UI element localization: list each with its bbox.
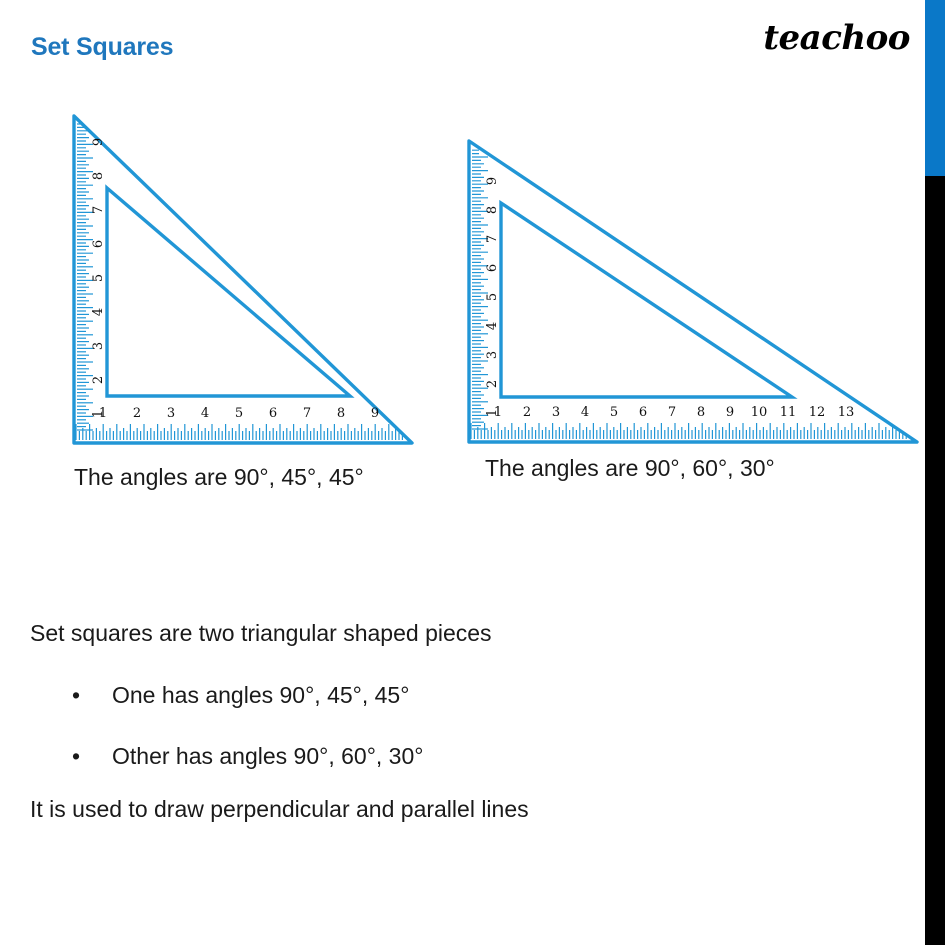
- inner-triangle-cutout: [499, 199, 798, 399]
- vertical-scale-labels: 1 2 3 4 5 6 7 8 9: [485, 177, 500, 417]
- svg-text:3: 3: [91, 342, 106, 350]
- vertical-scale-labels: 1 2 3 4 5 6 7 8 9: [91, 138, 106, 418]
- body-copy: Set squares are two triangular shaped pi…: [30, 620, 730, 823]
- svg-text:13: 13: [838, 405, 855, 420]
- vertical-ruler-ticks: [472, 149, 488, 430]
- svg-text:4: 4: [485, 322, 500, 330]
- svg-text:8: 8: [697, 405, 705, 420]
- list-item-label: One has angles 90°, 45°, 45°: [112, 681, 410, 708]
- svg-text:1: 1: [99, 406, 107, 421]
- svg-text:6: 6: [639, 405, 647, 420]
- svg-text:1: 1: [494, 405, 502, 420]
- svg-text:10: 10: [751, 405, 768, 420]
- list-item: • Other has angles 90°, 60°, 30°: [30, 743, 730, 770]
- intro-paragraph: Set squares are two triangular shaped pi…: [30, 620, 492, 646]
- svg-text:11: 11: [780, 405, 797, 420]
- svg-text:3: 3: [167, 406, 175, 421]
- svg-text:4: 4: [201, 406, 209, 421]
- outro-paragraph: It is used to draw perpendicular and par…: [30, 795, 529, 822]
- svg-text:8: 8: [337, 406, 345, 421]
- svg-text:9: 9: [371, 406, 379, 421]
- svg-text:9: 9: [91, 138, 106, 146]
- set-square-45-drawing: 1 2 3 4 5 6 7 8 9 1 2 3 4 5 6 7 8 9: [72, 114, 414, 445]
- svg-text:7: 7: [303, 406, 311, 421]
- page-title: Set Squares: [31, 33, 174, 61]
- svg-text:1: 1: [485, 409, 500, 417]
- svg-text:3: 3: [485, 351, 500, 359]
- svg-text:9: 9: [485, 177, 500, 185]
- svg-text:6: 6: [485, 264, 500, 272]
- list-item: • One has angles 90°, 45°, 45°: [30, 682, 730, 709]
- svg-text:5: 5: [610, 405, 618, 420]
- edge-accent-bar-blue: [925, 0, 945, 176]
- set-square-30-drawing: 1 2 3 4 5 6 7 8 9 10 11 12 13 1 2 3 4 5: [467, 139, 919, 444]
- set-square-30-figure: 1 2 3 4 5 6 7 8 9 10 11 12 13 1 2 3 4 5: [455, 125, 925, 445]
- svg-text:5: 5: [235, 406, 243, 421]
- horizontal-ruler-ticks: [75, 424, 403, 440]
- svg-text:7: 7: [668, 405, 676, 420]
- horizontal-scale-labels: 1 2 3 4 5 6 7 8 9: [99, 406, 379, 421]
- horizontal-ruler-ticks: [470, 423, 907, 439]
- svg-text:6: 6: [269, 406, 277, 421]
- svg-text:8: 8: [485, 206, 500, 214]
- svg-text:4: 4: [91, 308, 106, 316]
- svg-text:7: 7: [91, 206, 106, 214]
- set-square-45-figure: 1 2 3 4 5 6 7 8 9 1 2 3 4 5 6 7 8 9: [60, 100, 420, 445]
- vertical-ruler-ticks: [77, 123, 93, 431]
- svg-text:5: 5: [91, 274, 106, 282]
- inner-triangle-cutout: [105, 184, 355, 398]
- svg-text:2: 2: [485, 380, 500, 388]
- bullet-marker-icon: •: [72, 681, 81, 708]
- svg-text:3: 3: [552, 405, 560, 420]
- svg-text:9: 9: [726, 405, 734, 420]
- svg-text:7: 7: [485, 235, 500, 243]
- edge-accent-bar-black: [925, 176, 945, 945]
- svg-text:1: 1: [91, 410, 106, 418]
- svg-text:6: 6: [91, 240, 106, 248]
- svg-text:2: 2: [133, 406, 141, 421]
- svg-text:5: 5: [485, 293, 500, 301]
- angle-bullet-list: • One has angles 90°, 45°, 45° • Other h…: [30, 682, 730, 770]
- list-item-label: Other has angles 90°, 60°, 30°: [112, 742, 424, 769]
- svg-text:12: 12: [809, 405, 826, 420]
- svg-text:8: 8: [91, 172, 106, 180]
- svg-text:4: 4: [581, 405, 589, 420]
- bullet-marker-icon: •: [72, 742, 81, 769]
- set-square-45-caption: The angles are 90°, 45°, 45°: [74, 464, 364, 490]
- horizontal-scale-labels: 1 2 3 4 5 6 7 8 9 10 11 12 13: [494, 405, 854, 420]
- svg-text:2: 2: [523, 405, 531, 420]
- svg-text:2: 2: [91, 376, 106, 384]
- brand-logo: teachoo: [763, 18, 910, 58]
- set-square-30-caption: The angles are 90°, 60°, 30°: [485, 455, 775, 481]
